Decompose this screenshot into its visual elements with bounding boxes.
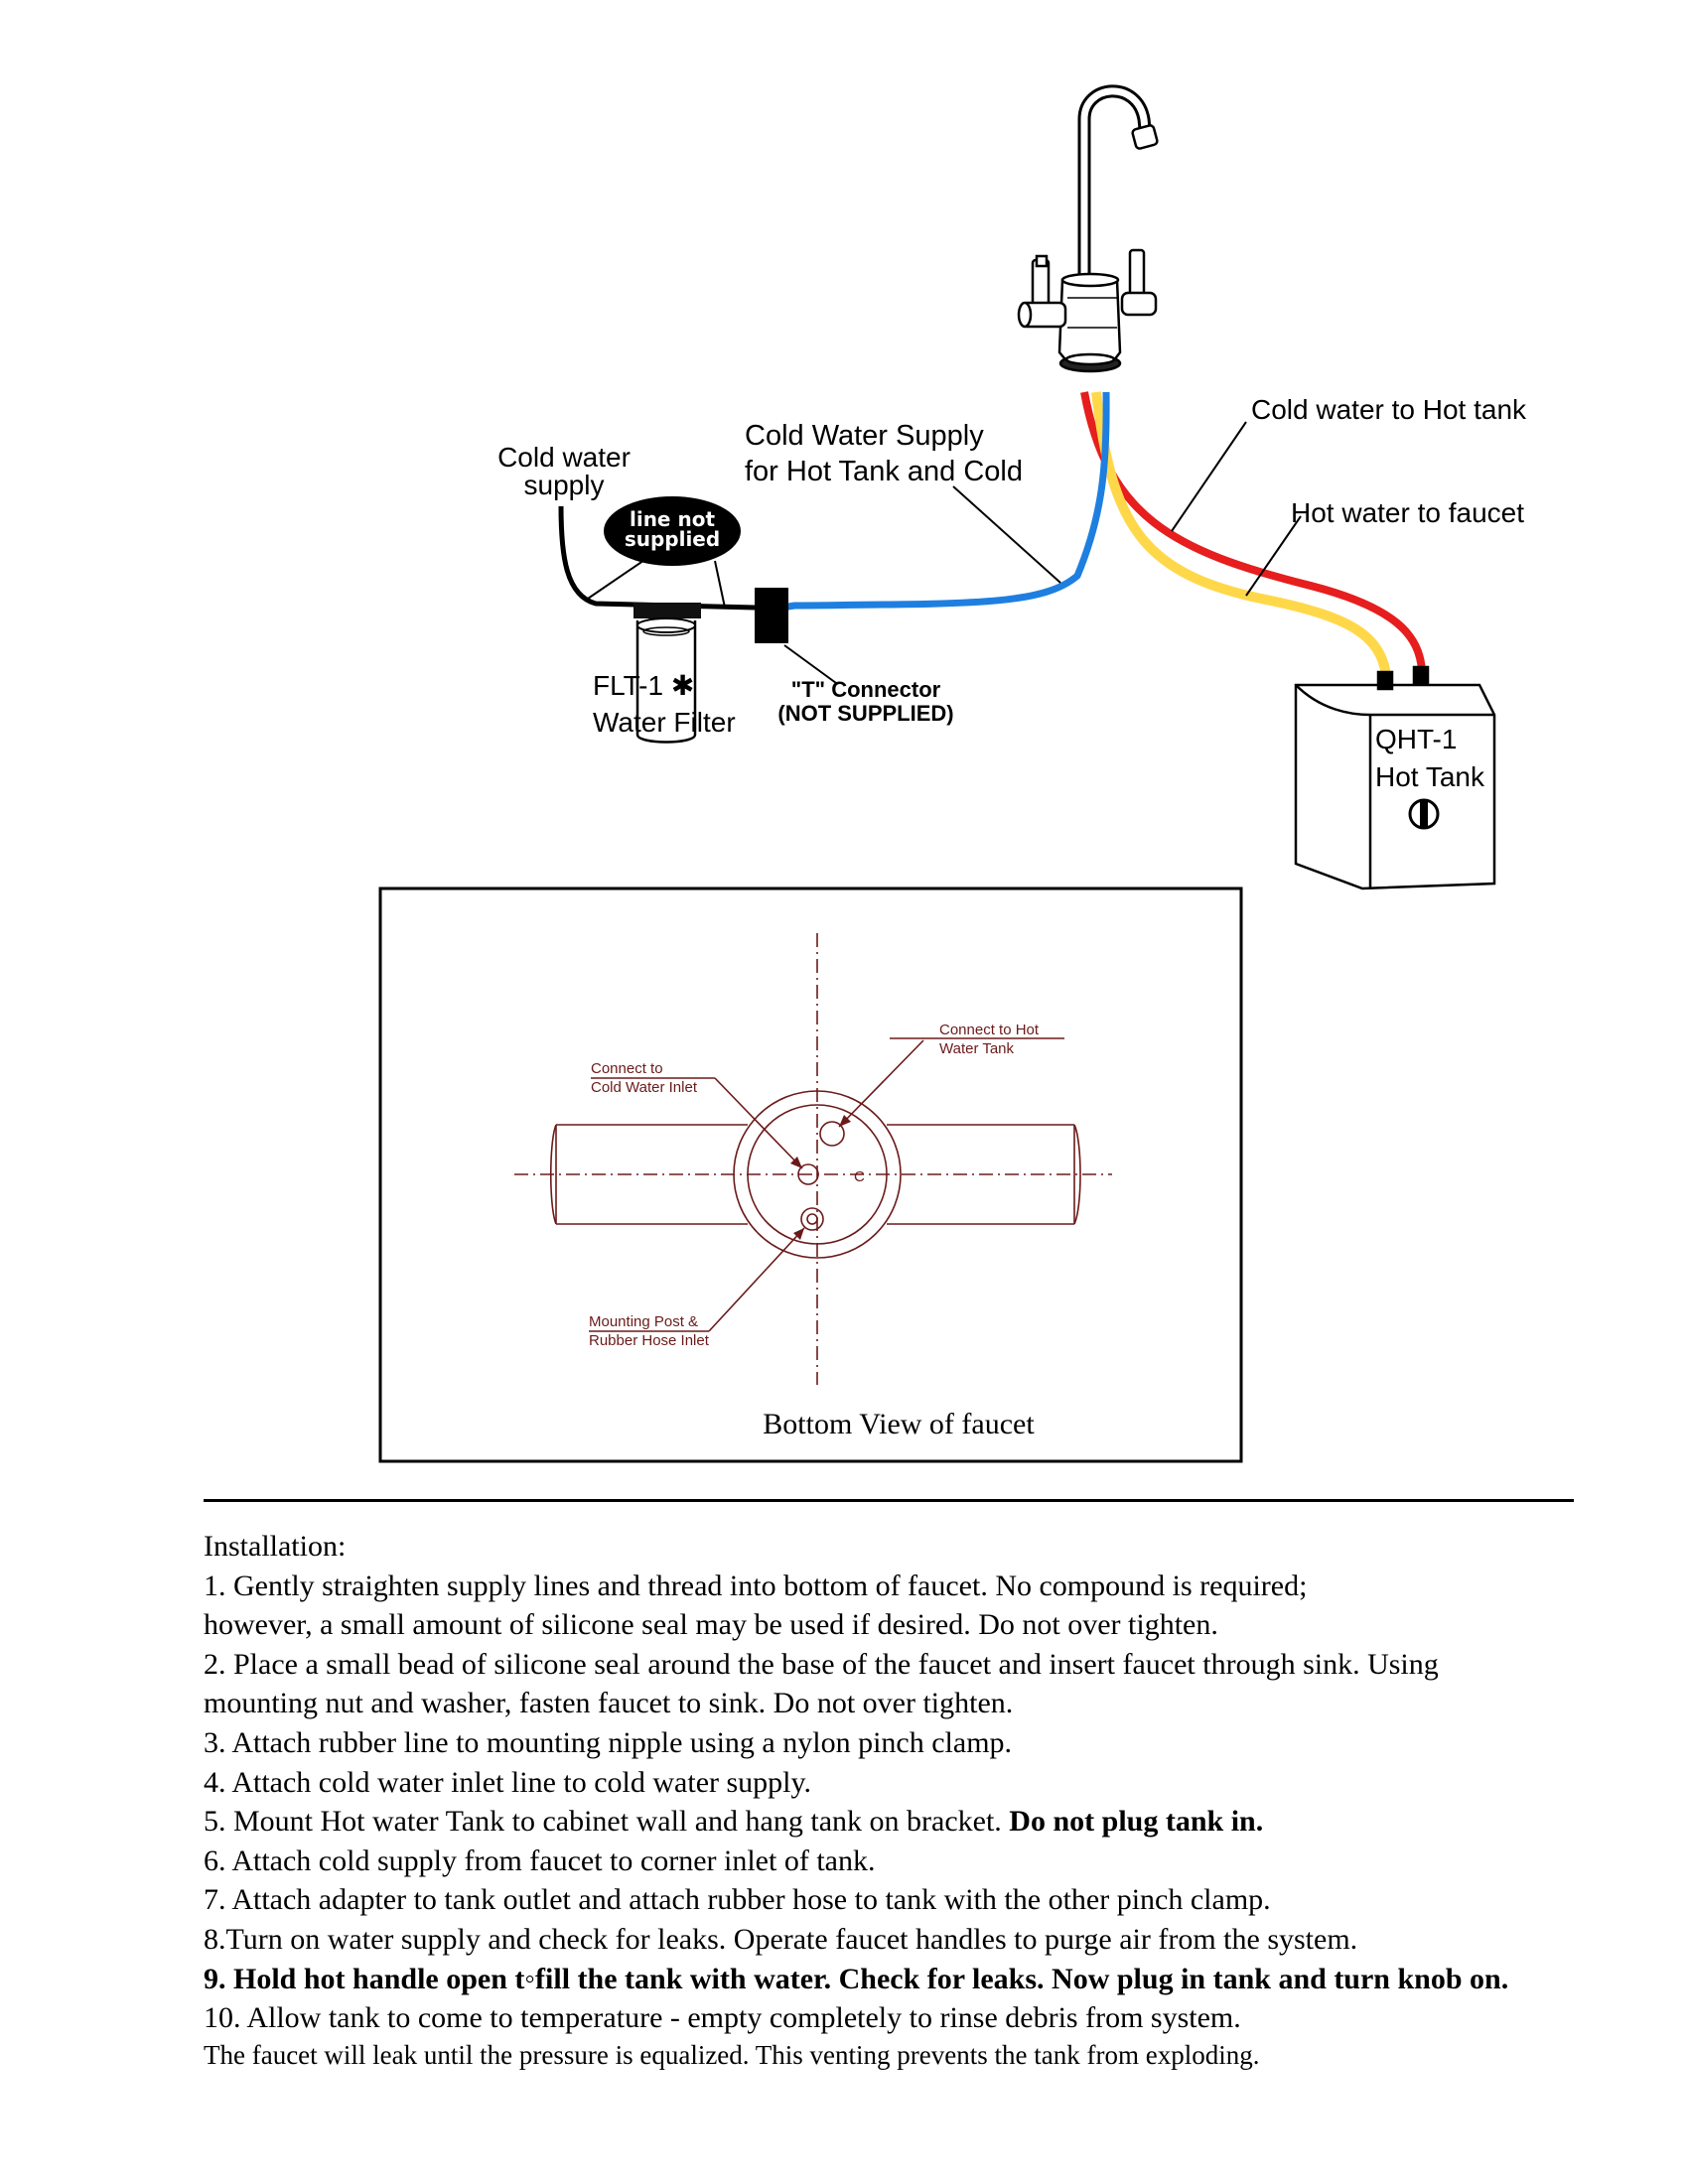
mounting-label-2: Rubber Hose Inlet [589, 1332, 710, 1349]
yellow-line [1091, 391, 1391, 676]
connect-cold-label-2: Cold Water Inlet [591, 1079, 698, 1096]
faucet-drawing [1017, 84, 1159, 373]
venting-note: The faucet will leak until the pressure … [204, 2039, 1260, 2070]
step-10: 10. Allow tank to come to temperature - … [204, 2001, 1241, 2035]
hot-to-faucet-label: Hot water to faucet [1291, 497, 1524, 528]
supply-lines [781, 391, 1426, 676]
bottom-view-caption: Bottom View of faucet [763, 1408, 1035, 1440]
black-supply-line [558, 505, 756, 611]
tank-label: QHT-1 [1375, 724, 1457, 754]
step-5-text: 5. Mount Hot water Tank to cabinet wall … [204, 1805, 1002, 1839]
mounting-label: Mounting Post & [589, 1313, 698, 1330]
step-1-line-1: 1. Gently straighten supply lines and th… [204, 1569, 1308, 1602]
step-1-line-2: however, a small amount of silicone seal… [204, 1608, 1218, 1642]
faucet-body [1057, 278, 1122, 367]
connect-hot-label: Connect to Hot [939, 1022, 1040, 1038]
line-not-supplied-label-2: supplied [625, 527, 720, 551]
step-7: 7. Attach adapter to tank outlet and att… [204, 1883, 1271, 1917]
filter-head [633, 603, 701, 618]
step-2-line-2: mounting nut and washer, fasten faucet t… [204, 1687, 1014, 1720]
hot-tank [1294, 665, 1496, 890]
step-5-warning: Do not plug tank in. [1009, 1805, 1264, 1839]
bottom-view-panel: Connect to Hot Water Tank Connect to Col… [378, 887, 1243, 1463]
filter-label: FLT-1 ✱ [593, 670, 694, 701]
hot-inlet [819, 1121, 845, 1147]
mounting-post [800, 1207, 824, 1231]
cold-supply-hot-tank-label: Cold Water Supply [745, 420, 984, 452]
filter-assembly [558, 496, 837, 744]
instructions-heading: Installation: [204, 1530, 347, 1563]
c-mark: C [854, 1168, 865, 1185]
connect-hot-label-2: Water Tank [939, 1040, 1015, 1057]
cold-water-supply-label-2: supply [524, 470, 605, 500]
cold-to-hot-tank-label: Cold water to Hot tank [1251, 394, 1527, 425]
step-9: 9. Hold hot handle open t◦fill the tank … [204, 1962, 1509, 1995]
filter-label-2: Water Filter [593, 707, 736, 738]
cold-water-supply-label: Cold water [497, 442, 631, 473]
line-not-supplied-badge [604, 496, 741, 566]
step-4: 4. Attach cold water inlet line to cold … [204, 1765, 812, 1799]
blue-line [781, 391, 1110, 612]
step-3: 3. Attach rubber line to mounting nipple… [204, 1725, 1013, 1759]
diagram-labels: Cold water supply line not supplied Cold… [497, 394, 1527, 792]
step-6: 6. Attach cold supply from faucet to cor… [204, 1843, 876, 1877]
t-connector-label-2: (NOT SUPPLIED) [777, 701, 953, 726]
connect-cold-label: Connect to [591, 1060, 663, 1077]
t-connector [755, 588, 788, 643]
installation-diagram: Cold water supply line not supplied Cold… [378, 84, 1527, 1463]
line-not-supplied-label: line not [630, 507, 715, 531]
faucet-outer-ring [733, 1090, 902, 1259]
step-8: 8.Turn on water supply and check for lea… [204, 1922, 1358, 1956]
step-5: 5. Mount Hot water Tank to cabinet wall … [204, 1802, 1594, 1842]
tank-label-2: Hot Tank [1375, 761, 1485, 792]
cold-supply-hot-tank-label-2: for Hot Tank and Cold [745, 456, 1023, 487]
step-2-line-1: 2. Place a small bead of silicone seal a… [204, 1647, 1439, 1681]
cold-inlet [797, 1163, 819, 1185]
filter-body [635, 620, 697, 744]
installation-instructions: Installation: 1. Gently straighten suppl… [204, 1527, 1594, 2072]
t-connector-label: "T" Connector [791, 677, 941, 702]
section-divider [204, 1499, 1574, 1502]
right-handle [1128, 248, 1146, 300]
leader-lines [952, 421, 1302, 597]
